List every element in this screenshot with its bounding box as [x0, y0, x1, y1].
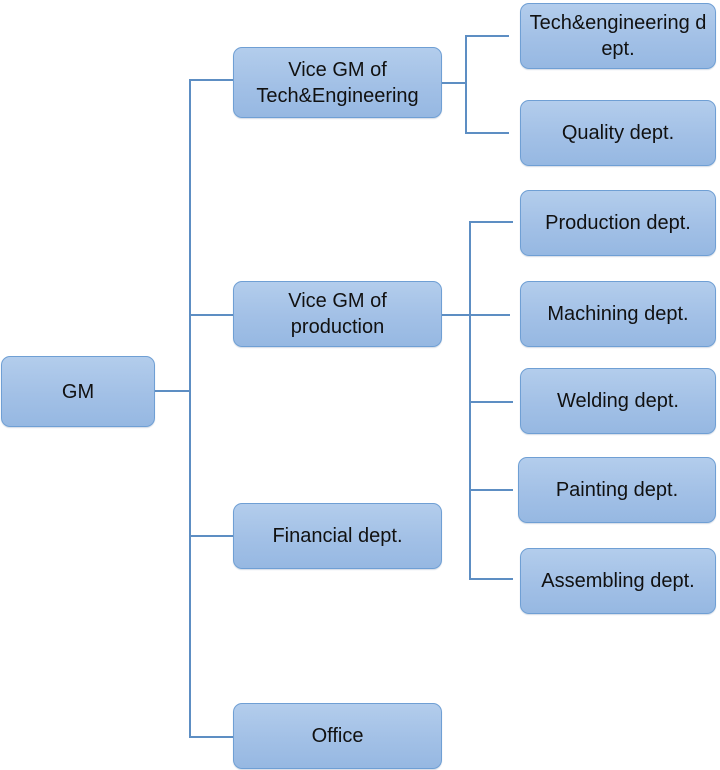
connector-vice-tech — [189, 79, 233, 81]
node-painting-dept: Painting dept. — [518, 457, 716, 523]
node-welding-dept: Welding dept. — [520, 368, 716, 434]
connector-quality-dept — [465, 132, 509, 134]
node-vice-gm-production: Vice GM of production — [233, 281, 442, 347]
connector-tech-eng-dept — [465, 35, 509, 37]
connector-prod-out — [441, 314, 510, 316]
node-quality-dept: Quality dept. — [520, 100, 716, 166]
connector-trunk — [189, 80, 191, 738]
node-office: Office — [233, 703, 442, 769]
connector-prod-bracket — [469, 221, 471, 580]
node-tech-engineering-dept: Tech&engineering dept. — [520, 3, 716, 69]
node-financial-dept: Financial dept. — [233, 503, 442, 569]
connector-tech-bracket — [465, 35, 467, 134]
connector-office — [189, 736, 233, 738]
node-gm: GM — [1, 356, 155, 427]
connector-vice-prod — [189, 314, 233, 316]
connector-tech-out — [441, 82, 467, 84]
node-machining-dept: Machining dept. — [520, 281, 716, 347]
node-assembling-dept: Assembling dept. — [520, 548, 716, 614]
connector-painting-dept — [469, 489, 513, 491]
connector-welding-dept — [469, 401, 513, 403]
node-production-dept: Production dept. — [520, 190, 716, 256]
connector-financial — [189, 535, 233, 537]
node-vice-gm-tech: Vice GM of Tech&Engineering — [233, 47, 442, 118]
connector-gm — [154, 390, 191, 392]
connector-assembling-dept — [469, 578, 513, 580]
connector-production-dept — [469, 221, 513, 223]
